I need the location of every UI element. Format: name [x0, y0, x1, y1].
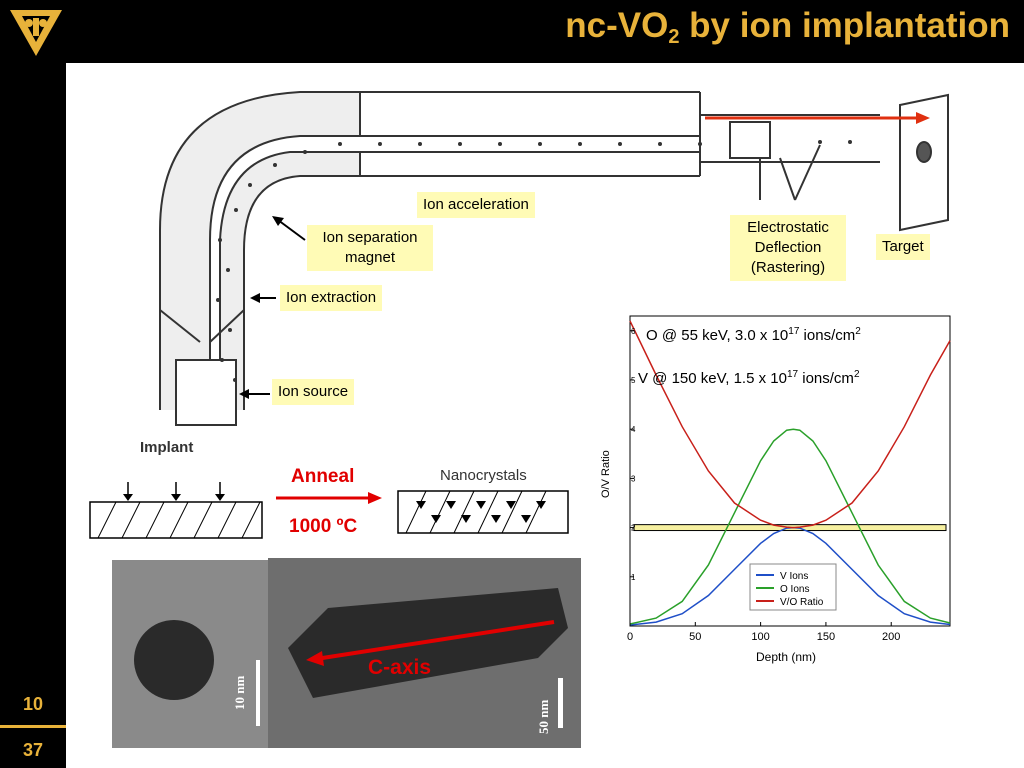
label-target: Target [876, 234, 930, 260]
ion-implanter-diagram [159, 91, 949, 426]
y-tick-label: 2 [631, 524, 636, 533]
nanocrystals-label: Nanocrystals [440, 467, 527, 484]
vanderbilt-logo [10, 10, 62, 56]
scale-label-50nm: 50 nm [536, 699, 551, 734]
scale-label-10nm: 10 nm [232, 675, 247, 710]
anneal-temperature: 1000 ºC [289, 516, 358, 537]
page-title: nc-VO2 by ion implantation [565, 6, 1010, 48]
legend-entry: V/O Ratio [780, 597, 824, 608]
anneal-label: Anneal [291, 466, 355, 487]
y-tick-label: 4 [631, 425, 636, 434]
y-tick-label: 1 [631, 573, 636, 582]
legend-entry: V Ions [780, 571, 808, 582]
series-line-o-ions [629, 428, 951, 625]
annotation-oxygen: O @ 55 keV, 3.0 x 1017 ions/cm2 [646, 326, 861, 344]
label-ion-acceleration: Ion acceleration [417, 192, 535, 218]
label-ion-extraction: Ion extraction [280, 285, 383, 311]
c-axis-label: C-axis [368, 656, 432, 679]
anneal-arrow [276, 492, 382, 504]
left-sidebar [0, 63, 66, 768]
y-tick-label: 3 [631, 474, 636, 483]
y-tick-label: 6 [631, 327, 636, 336]
section-number: 10 [22, 694, 44, 714]
tem-image-nanorod: C-axis 50 nm [268, 558, 581, 748]
tem-image-nanoparticle: 10 nm [112, 560, 268, 748]
page-number: 37 [22, 740, 44, 760]
title-bar: nc-VO2 by ion implantation [0, 0, 1024, 63]
x-tick-label: 200 [882, 631, 900, 643]
x-tick-label: 100 [751, 631, 769, 643]
x-axis-label: Depth (nm) [756, 650, 817, 664]
implant-layer-diagram [89, 482, 263, 539]
annotation-vanadium: V @ 150 keV, 1.5 x 1017 ions/cm2 [638, 369, 860, 387]
x-tick-label: 0 [627, 631, 633, 643]
divider [0, 725, 66, 728]
label-ion-source: Ion source [272, 379, 355, 405]
series-line-v-o-ratio [629, 320, 951, 529]
nanocrystals-layer-diagram [397, 490, 569, 534]
legend-entry: O Ions [780, 584, 809, 595]
y-tick-label: 5 [631, 376, 636, 385]
x-tick-label: 150 [817, 631, 835, 643]
x-tick-label: 50 [689, 631, 701, 643]
y-axis-label: O/V Ratio [600, 450, 612, 498]
implant-label: Implant [140, 439, 194, 456]
